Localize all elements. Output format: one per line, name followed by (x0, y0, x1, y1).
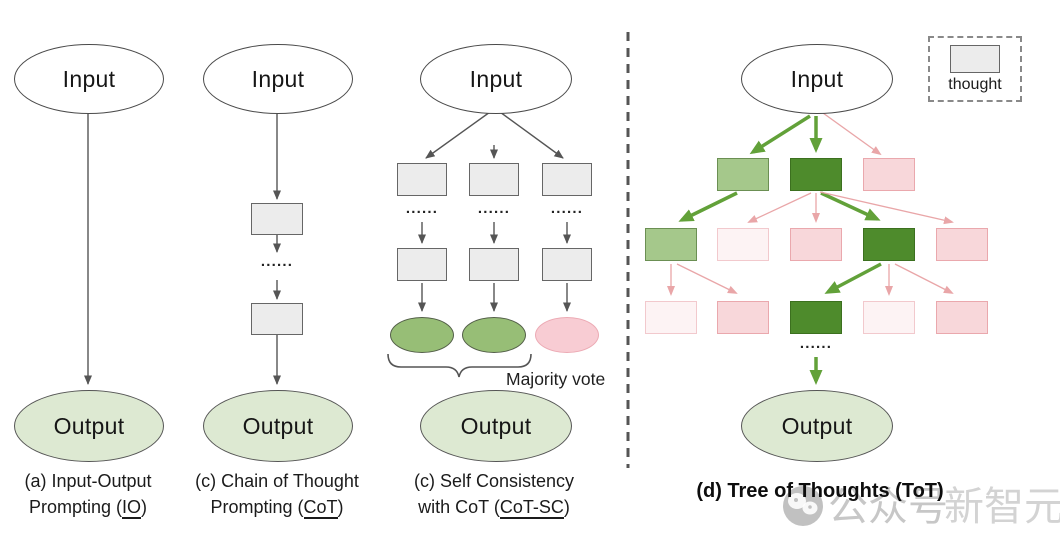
watermark-text-gongzhonghao: 公众号 (828, 485, 948, 529)
caption-io-line2-post: ) (141, 497, 148, 517)
caption-cotsc-line2-post: ) (563, 497, 570, 517)
majority-vote-label: Majority vote (506, 369, 606, 389)
tot-input-label: Input (790, 65, 844, 92)
thought-swatch (950, 45, 1000, 73)
tot-ellipsis-dots: ...... (799, 335, 833, 352)
caption-io-line2: Prompting (IO) (0, 494, 188, 520)
tot-thought-l3-4 (863, 301, 915, 334)
caption-cot-line2-pre: Prompting ( (210, 497, 304, 517)
tot-input-node: Input (741, 44, 893, 114)
caption-cotsc-line2-pre: with CoT ( (418, 497, 500, 517)
thought-legend-label: thought (948, 76, 1002, 93)
tot-output-node: Output (741, 390, 893, 462)
tot-thought-l1-1 (717, 158, 769, 191)
thought-legend: thought (928, 36, 1022, 102)
cotsc-thought-r2c2 (469, 248, 519, 281)
cot-input-label: Input (251, 65, 305, 92)
tot-output-label: Output (781, 412, 853, 439)
caption-tot-pre: (d) Tree of Thoughts ( (696, 480, 902, 502)
tot-thought-l2-3 (790, 228, 842, 261)
tot-green-arrows (678, 114, 882, 385)
cotsc-thought-r2c1 (397, 248, 447, 281)
cotsc-input-node: Input (420, 44, 572, 114)
cotsc-ellipsis-dots-3: ...... (550, 200, 584, 217)
tot-thought-l2-2 (717, 228, 769, 261)
caption-io-line1: (a) Input-Output (24, 471, 152, 491)
cotsc-thought-r1c3 (542, 163, 592, 196)
caption-tot-post: ) (937, 480, 944, 502)
caption-cot-line2-post: ) (337, 497, 344, 517)
cotsc-result-2 (462, 317, 526, 353)
cotsc-result-3 (535, 317, 599, 353)
cotsc-thought-r1c2 (469, 163, 519, 196)
cot-thought-1 (251, 203, 303, 235)
cotsc-output-label: Output (460, 412, 532, 439)
caption-tot: (d) Tree of Thoughts (ToT) (655, 480, 985, 503)
tot-thought-l3-3 (790, 301, 842, 334)
io-output-label: Output (53, 412, 125, 439)
watermark-text-xinzhiyuan: 新智元 (944, 485, 1060, 529)
cotsc-result-1 (390, 317, 454, 353)
caption-cot-abbrev: CoT (303, 497, 338, 519)
caption-cotsc-line1: (c) Self Consistency (413, 471, 575, 491)
caption-cot-line2: Prompting (CoT) (177, 494, 377, 520)
io-output-node: Output (14, 390, 164, 462)
tot-thought-l3-1 (645, 301, 697, 334)
caption-cot: (c) Chain of Thought Prompting (CoT) (177, 468, 377, 520)
caption-io-abbrev: IO (122, 497, 142, 519)
cotsc-thought-r2c3 (542, 248, 592, 281)
cotsc-ellipsis-dots-2: ...... (477, 200, 511, 217)
cotsc-ellipsis-dots-1: ...... (405, 200, 439, 217)
cotsc-thought-r1c1 (397, 163, 447, 196)
cot-output-node: Output (203, 390, 353, 462)
io-input-label: Input (62, 65, 116, 92)
caption-io-line2-pre: Prompting ( (28, 497, 123, 517)
tot-thought-l2-4 (863, 228, 915, 261)
caption-io: (a) Input-Output Prompting (IO) (0, 468, 188, 520)
cot-ellipsis-dots: ...... (260, 253, 294, 270)
io-input-node: Input (14, 44, 164, 114)
tot-thought-l2-1 (645, 228, 697, 261)
cotsc-output-node: Output (420, 390, 572, 462)
tot-thought-l1-3 (863, 158, 915, 191)
cot-thought-2 (251, 303, 303, 335)
cot-input-node: Input (203, 44, 353, 114)
cotsc-input-label: Input (469, 65, 523, 92)
tot-thought-l3-5 (936, 301, 988, 334)
tot-thought-l1-2 (790, 158, 842, 191)
tot-pink-arrows (667, 112, 954, 296)
tot-thought-l2-5 (936, 228, 988, 261)
caption-cotsc: (c) Self Consistency with CoT (CoT-SC) (394, 468, 594, 520)
caption-cot-line1: (c) Chain of Thought (195, 471, 359, 491)
tot-thought-l3-2 (717, 301, 769, 334)
cot-output-label: Output (242, 412, 314, 439)
caption-tot-abbrev: ToT (901, 480, 938, 502)
caption-cotsc-line2: with CoT (CoT-SC) (394, 494, 594, 520)
caption-cotsc-abbrev: CoT-SC (499, 497, 564, 519)
